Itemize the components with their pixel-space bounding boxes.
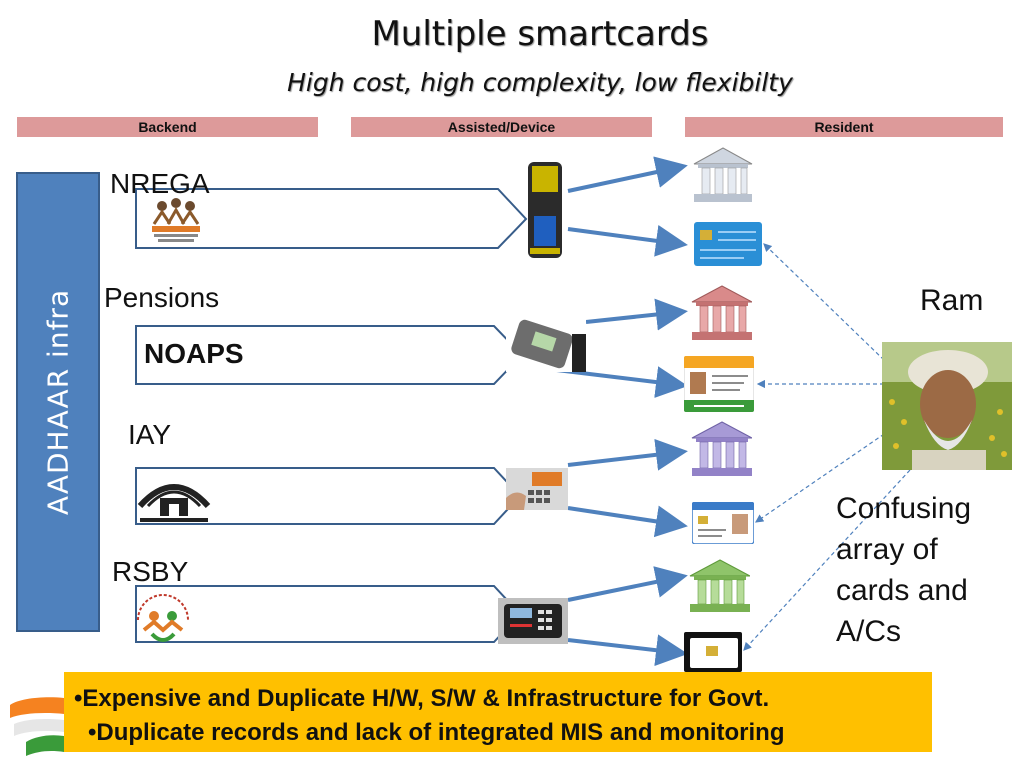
bank-building-icon bbox=[689, 559, 750, 612]
arrow-iay-bank bbox=[567, 438, 688, 471]
confusing-note-line: A/Cs bbox=[836, 615, 902, 648]
scheme-label-iay: IAY bbox=[128, 419, 172, 450]
arrow-nrega-card bbox=[567, 224, 688, 257]
slide-title: Multiple smartcards bbox=[371, 14, 709, 54]
scheme-label-nrega: NREGA bbox=[110, 168, 210, 199]
arrow-iay-card bbox=[567, 505, 688, 538]
pipe-nrega bbox=[135, 188, 528, 249]
column-header-assisted: Assisted/Device bbox=[351, 117, 652, 137]
confusing-note-line: Confusing bbox=[836, 492, 972, 525]
pipe-iay bbox=[135, 467, 522, 525]
column-header-backend: Backend bbox=[17, 117, 318, 137]
id-card-icon bbox=[692, 502, 754, 544]
summary-callout: •Expensive and Duplicate H/W, S/W & Infr… bbox=[64, 672, 932, 752]
slide-subtitle: High cost, high complexity, low flexibil… bbox=[287, 68, 793, 97]
tricolor-swoosh-orange bbox=[10, 697, 64, 718]
smart-card-icon bbox=[694, 222, 762, 266]
arrow-pensions-bank bbox=[585, 298, 688, 331]
dash-ram-card1 bbox=[763, 243, 885, 361]
nrega-logo-icon bbox=[148, 194, 204, 246]
card-reader-keypad-icon bbox=[506, 468, 568, 510]
person-name-ram: Ram bbox=[920, 284, 984, 317]
bank-building-icon bbox=[691, 421, 752, 476]
dash-ram-card3 bbox=[755, 429, 891, 523]
scheme-label-rsby: RSBY bbox=[112, 556, 189, 587]
arrow-rsby-bank bbox=[567, 566, 688, 602]
dash-ram-card4 bbox=[743, 469, 911, 651]
farmer-portrait-icon bbox=[882, 342, 1012, 470]
confusing-note: Confusing array of cards and A/Cs bbox=[836, 488, 971, 652]
chip-card-icon bbox=[684, 632, 742, 672]
rsby-logo-icon bbox=[137, 594, 189, 642]
tricolor-swoosh-green bbox=[26, 735, 64, 756]
tricolor-swoosh-white bbox=[14, 719, 64, 736]
aadhaar-infra-bar: AADHAAR infra bbox=[16, 172, 100, 632]
mobile-pos-device-icon bbox=[506, 318, 586, 372]
iay-house-logo-icon bbox=[137, 484, 211, 522]
confusing-note-line: array of bbox=[836, 533, 938, 566]
summary-bullet: •Expensive and Duplicate H/W, S/W & Infr… bbox=[74, 685, 770, 712]
arrow-nrega-bank bbox=[567, 156, 688, 193]
handheld-terminal-icon bbox=[528, 162, 562, 258]
summary-bullet: •Duplicate records and lack of integrate… bbox=[88, 719, 785, 746]
scheme-label-pensions: Pensions bbox=[104, 282, 220, 313]
scheme-sublabel-noaps: NOAPS bbox=[144, 338, 244, 369]
column-header-resident: Resident bbox=[685, 117, 1003, 137]
bank-building-icon bbox=[691, 285, 752, 340]
arrow-rsby-card bbox=[567, 634, 688, 667]
confusing-note-line: cards and bbox=[836, 574, 968, 607]
bank-building-icon bbox=[693, 147, 753, 202]
pos-terminal-icon bbox=[498, 598, 568, 644]
aadhaar-card-icon bbox=[684, 356, 754, 412]
